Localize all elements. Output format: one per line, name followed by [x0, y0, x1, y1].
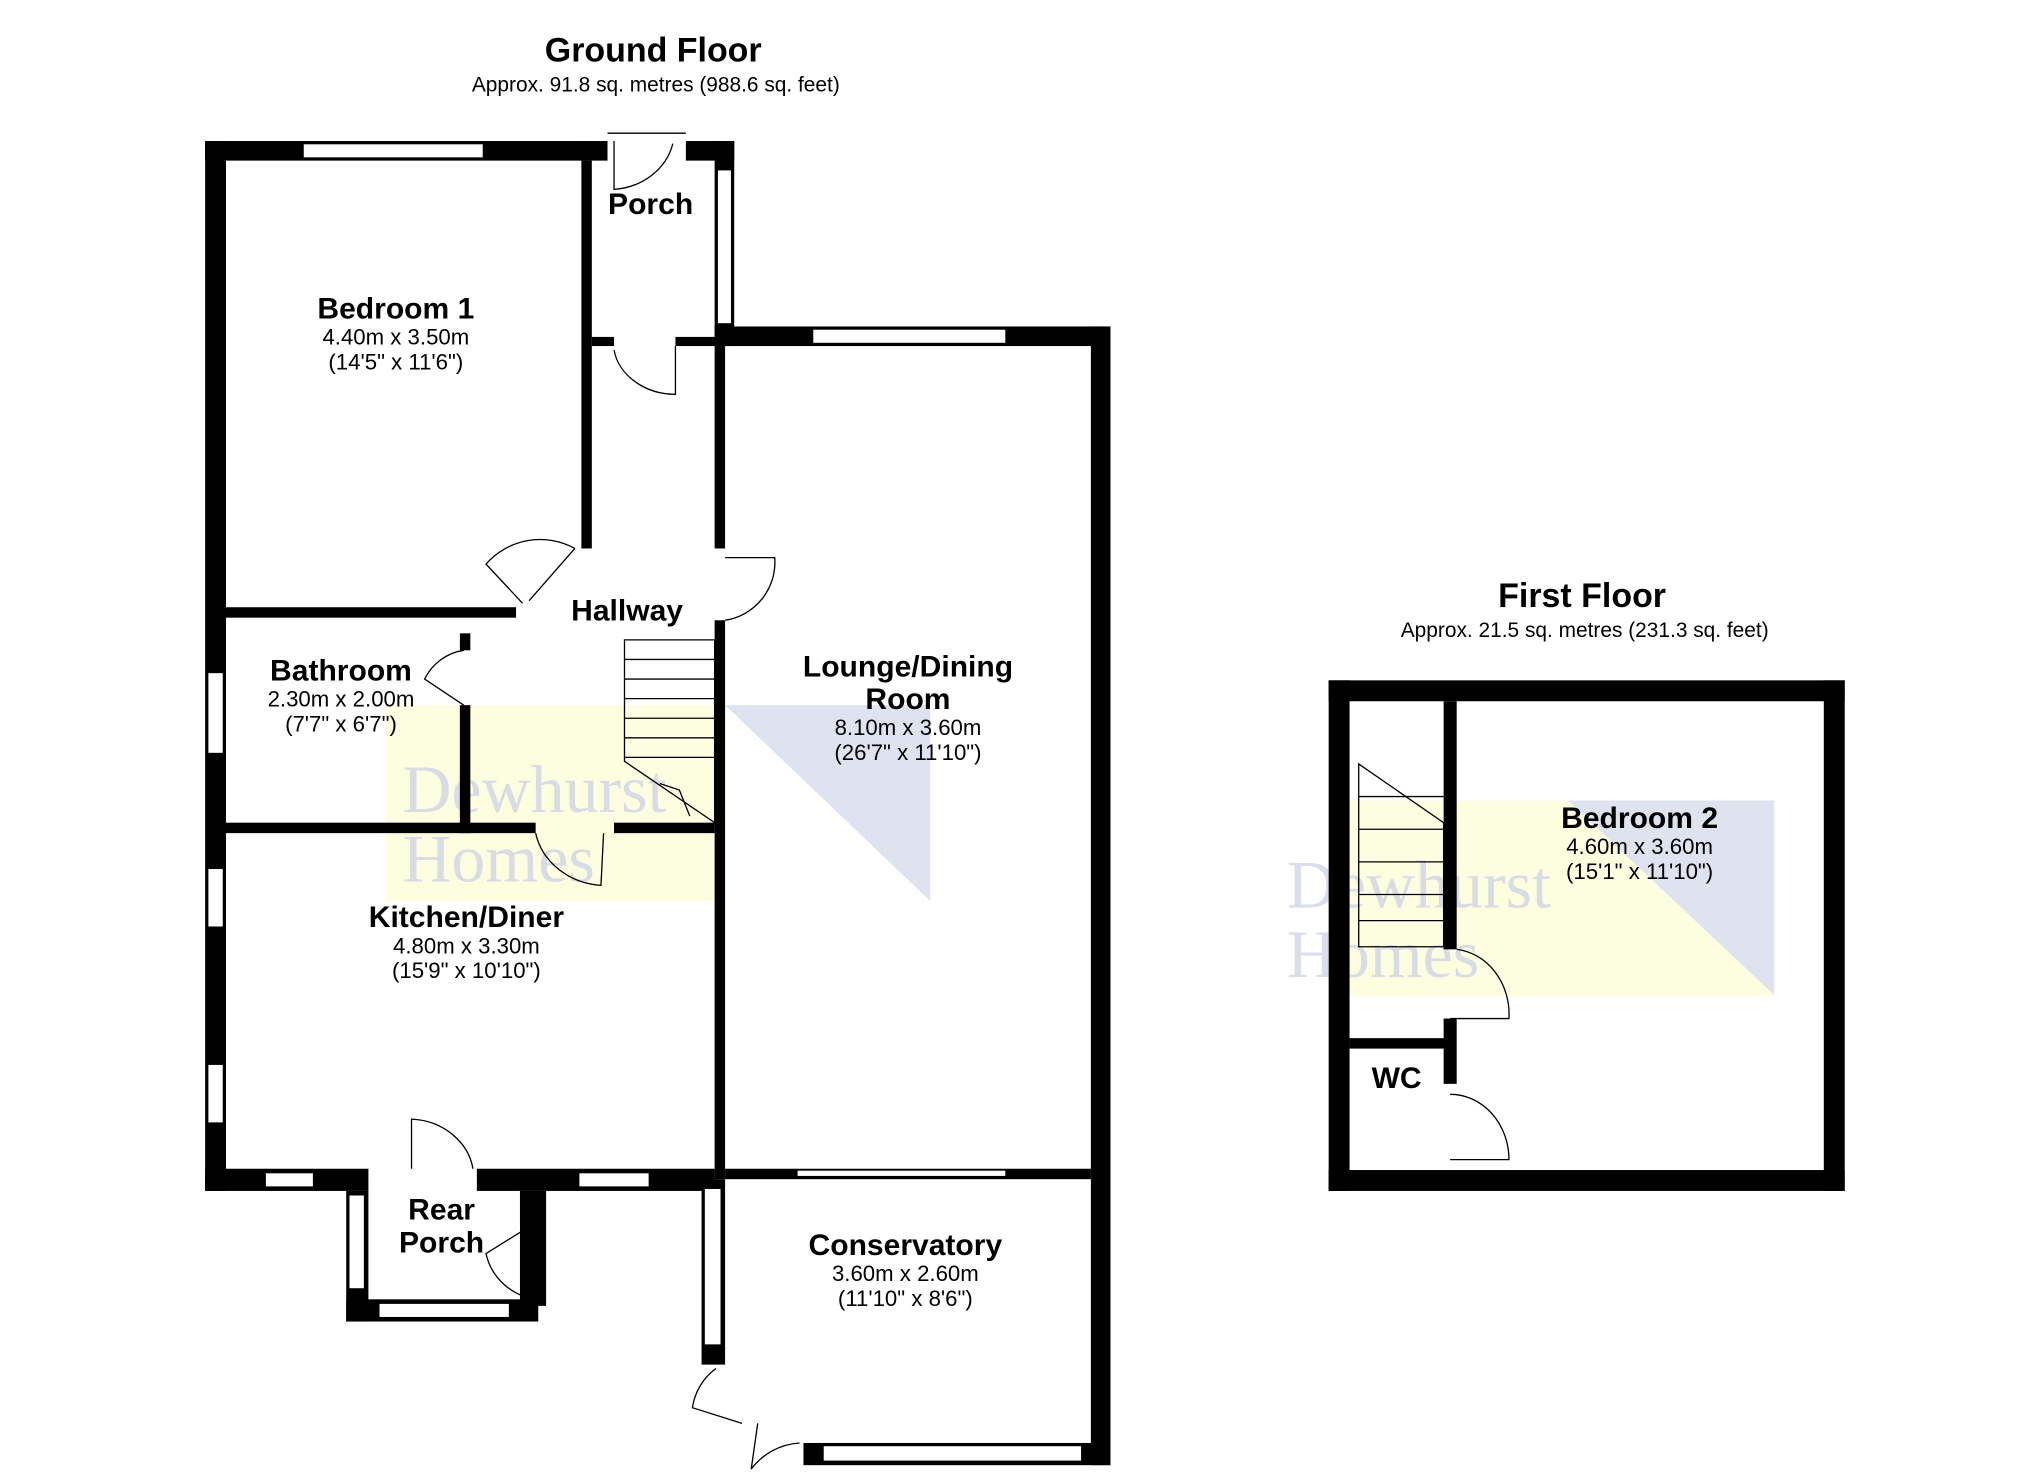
svg-text:Bedroom 2: Bedroom 2	[1561, 802, 1718, 835]
svg-text:Porch: Porch	[399, 1226, 484, 1259]
svg-text:(26'7" x 11'10"): (26'7" x 11'10")	[834, 740, 981, 765]
svg-text:Rear: Rear	[408, 1194, 475, 1227]
svg-text:(15'9" x 10'10"): (15'9" x 10'10")	[392, 958, 541, 983]
room-kitchen-diner: Kitchen/Diner 4.80m x 3.30m (15'9" x 10'…	[369, 901, 565, 983]
first-floor-doors	[1450, 948, 1510, 1161]
doors	[410, 132, 800, 1470]
svg-text:Dewhurst: Dewhurst	[1287, 847, 1551, 923]
room-hallway: Hallway	[571, 594, 683, 627]
svg-text:(14'5" x 11'6"): (14'5" x 11'6")	[328, 350, 463, 375]
room-bathroom: Bathroom 2.30m x 2.00m (7'7" x 6'7")	[268, 654, 415, 736]
room-wc: WC	[1372, 1062, 1422, 1095]
svg-text:4.40m x 3.50m: 4.40m x 3.50m	[322, 325, 469, 350]
svg-text:Bedroom 1: Bedroom 1	[317, 293, 474, 326]
room-bedroom-2: Bedroom 2 4.60m x 3.60m (15'1" x 11'10")	[1561, 802, 1718, 884]
svg-text:4.60m x 3.60m: 4.60m x 3.60m	[1566, 834, 1713, 859]
svg-text:(15'1" x 11'10"): (15'1" x 11'10")	[1566, 859, 1713, 884]
svg-text:Dewhurst: Dewhurst	[402, 751, 666, 827]
svg-text:Bathroom: Bathroom	[270, 654, 412, 687]
svg-text:8.10m x 3.60m: 8.10m x 3.60m	[835, 715, 982, 740]
svg-text:Conservatory: Conservatory	[809, 1229, 1003, 1262]
svg-text:(11'10" x 8'6"): (11'10" x 8'6")	[838, 1286, 973, 1311]
room-rear-porch: Rear Porch	[399, 1194, 484, 1260]
ground-floor-title: Ground Floor	[545, 31, 762, 69]
room-lounge-dining: Lounge/Dining Room 8.10m x 3.60m (26'7" …	[803, 650, 1013, 765]
svg-text:Kitchen/Diner: Kitchen/Diner	[369, 901, 565, 934]
svg-text:3.60m x 2.60m: 3.60m x 2.60m	[832, 1261, 979, 1286]
svg-text:2.30m x 2.00m: 2.30m x 2.00m	[268, 686, 415, 711]
ground-floor-area: Approx. 91.8 sq. metres (988.6 sq. feet)	[472, 73, 840, 96]
room-porch: Porch	[608, 188, 693, 221]
first-floor-area: Approx. 21.5 sq. metres (231.3 sq. feet)	[1401, 619, 1769, 642]
room-conservatory: Conservatory 3.60m x 2.60m (11'10" x 8'6…	[809, 1229, 1003, 1311]
first-floor-walls	[1328, 680, 1845, 1191]
svg-text:Room: Room	[865, 683, 950, 716]
room-bedroom-1: Bedroom 1 4.40m x 3.50m (14'5" x 11'6")	[317, 293, 474, 375]
watermark-logo-first-floor: Dewhurst Homes	[1287, 800, 1775, 997]
svg-text:4.80m x 3.30m: 4.80m x 3.30m	[393, 933, 540, 958]
svg-text:(7'7" x 6'7"): (7'7" x 6'7")	[285, 711, 397, 736]
first-floor-title: First Floor	[1498, 577, 1666, 615]
svg-text:Lounge/Dining: Lounge/Dining	[803, 650, 1013, 683]
